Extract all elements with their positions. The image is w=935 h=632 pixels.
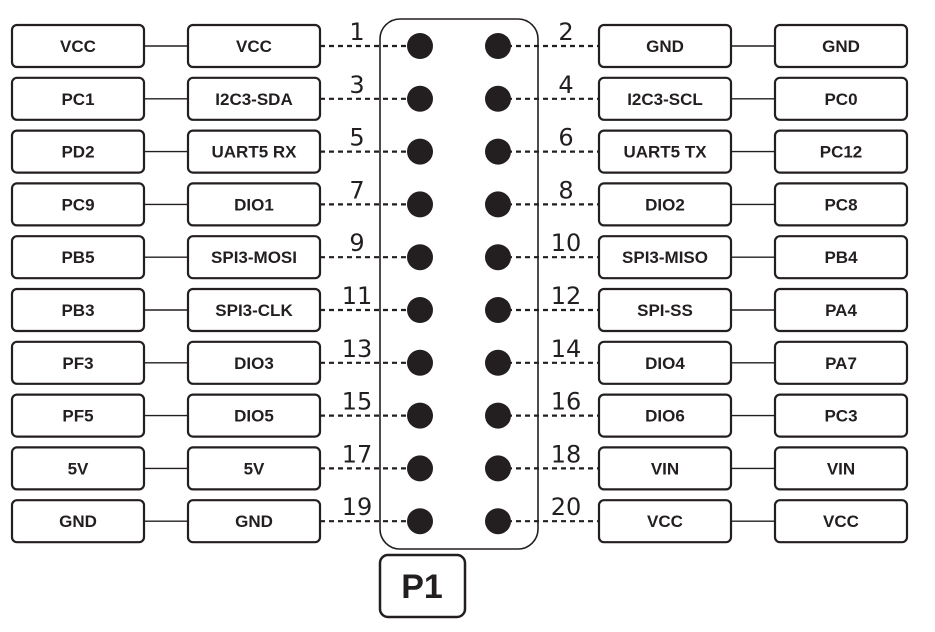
left-function-label: UART5 RX xyxy=(211,143,297,162)
right-port-label: PC0 xyxy=(824,90,857,109)
pin-number-8: 8 xyxy=(558,176,573,204)
pin-number-15: 15 xyxy=(342,388,373,416)
left-function-label: 5V xyxy=(244,459,265,478)
header-title: P1 xyxy=(401,568,443,606)
right-function-label: SPI3-MISO xyxy=(622,248,708,267)
left-port-label: PF5 xyxy=(62,407,93,426)
pin-15 xyxy=(407,402,433,429)
left-port-box xyxy=(10,340,146,385)
right-port-box xyxy=(773,287,909,333)
pin-number-14: 14 xyxy=(551,335,582,363)
left-port-box xyxy=(10,129,146,174)
left-function-label: GND xyxy=(235,512,273,531)
right-port-label: GND xyxy=(822,37,860,56)
pin-number-9: 9 xyxy=(349,229,364,257)
pin-number-12: 12 xyxy=(551,282,582,310)
pin-19 xyxy=(407,508,433,535)
left-function-label: DIO5 xyxy=(234,407,274,426)
left-port-box xyxy=(10,287,146,333)
left-port-label: PC9 xyxy=(61,195,94,214)
left-port-label: PB5 xyxy=(61,248,94,267)
right-port-label: PA7 xyxy=(825,354,857,373)
pin-7 xyxy=(407,191,433,218)
right-function-label: DIO4 xyxy=(645,354,685,373)
right-port-box xyxy=(773,235,909,280)
left-port-label: 5V xyxy=(68,459,89,478)
pin-number-7: 7 xyxy=(349,176,364,204)
left-function-label: I2C3-SDA xyxy=(215,90,292,109)
right-function-label: DIO2 xyxy=(645,195,685,214)
right-function-label: I2C3-SCL xyxy=(627,90,703,109)
pin-number-2: 2 xyxy=(558,18,573,46)
right-port-box xyxy=(773,129,909,174)
pin-number-19: 19 xyxy=(342,493,373,521)
left-port-box xyxy=(10,499,146,544)
left-function-label: VCC xyxy=(236,37,272,56)
pin-number-17: 17 xyxy=(342,440,373,468)
pin-number-11: 11 xyxy=(342,282,373,310)
right-function-label: GND xyxy=(646,37,684,56)
right-port-box xyxy=(773,340,909,385)
right-function-label: VCC xyxy=(647,512,683,531)
right-port-label: PC12 xyxy=(820,143,863,162)
left-function-label: SPI3-MOSI xyxy=(211,248,297,267)
left-function-label: DIO3 xyxy=(234,354,274,373)
pin-number-20: 20 xyxy=(551,493,582,521)
right-port-label: PC8 xyxy=(824,195,857,214)
right-port-box xyxy=(773,446,909,491)
pin-13 xyxy=(407,349,433,376)
right-function-label: SPI-SS xyxy=(637,301,693,320)
pin-5 xyxy=(407,138,433,165)
left-port-label: PF3 xyxy=(62,354,93,373)
left-port-box xyxy=(10,23,146,69)
pin-number-13: 13 xyxy=(342,335,373,363)
left-port-box xyxy=(10,182,146,227)
right-port-label: VIN xyxy=(827,459,855,478)
left-port-label: GND xyxy=(59,512,97,531)
right-function-label: DIO6 xyxy=(645,407,685,426)
left-port-label: PB3 xyxy=(61,301,94,320)
left-function-label: DIO1 xyxy=(234,195,274,214)
pin-17 xyxy=(407,455,433,482)
pin-1 xyxy=(407,33,433,59)
right-function-label: VIN xyxy=(651,459,679,478)
pin-number-18: 18 xyxy=(551,440,582,468)
pin-number-16: 16 xyxy=(551,388,582,416)
left-port-box xyxy=(10,446,146,491)
right-port-box xyxy=(773,393,909,438)
pin-number-4: 4 xyxy=(558,71,573,99)
header-title-box xyxy=(378,553,467,619)
pin-9 xyxy=(407,244,433,271)
pin-11 xyxy=(407,297,433,323)
left-port-label: VCC xyxy=(60,37,96,56)
right-port-box xyxy=(773,76,909,121)
left-port-label: PC1 xyxy=(61,90,94,109)
left-port-box xyxy=(10,76,146,121)
right-port-box xyxy=(773,182,909,227)
pin-number-6: 6 xyxy=(558,124,573,152)
right-port-label: PB4 xyxy=(824,248,858,267)
right-port-label: VCC xyxy=(823,512,859,531)
right-port-label: PC3 xyxy=(824,407,857,426)
right-port-box xyxy=(773,499,909,544)
right-port-label: PA4 xyxy=(825,301,857,320)
right-function-label: UART5 TX xyxy=(623,143,707,162)
pin-number-1: 1 xyxy=(349,18,364,46)
right-port-box xyxy=(773,23,909,69)
pin-number-10: 10 xyxy=(551,229,582,257)
pin-number-5: 5 xyxy=(349,124,364,152)
left-function-label: SPI3-CLK xyxy=(215,301,293,320)
pin-number-3: 3 xyxy=(349,71,364,99)
pin-3 xyxy=(407,85,433,112)
left-port-box xyxy=(10,235,146,280)
left-port-label: PD2 xyxy=(61,143,94,162)
left-port-box xyxy=(10,393,146,438)
